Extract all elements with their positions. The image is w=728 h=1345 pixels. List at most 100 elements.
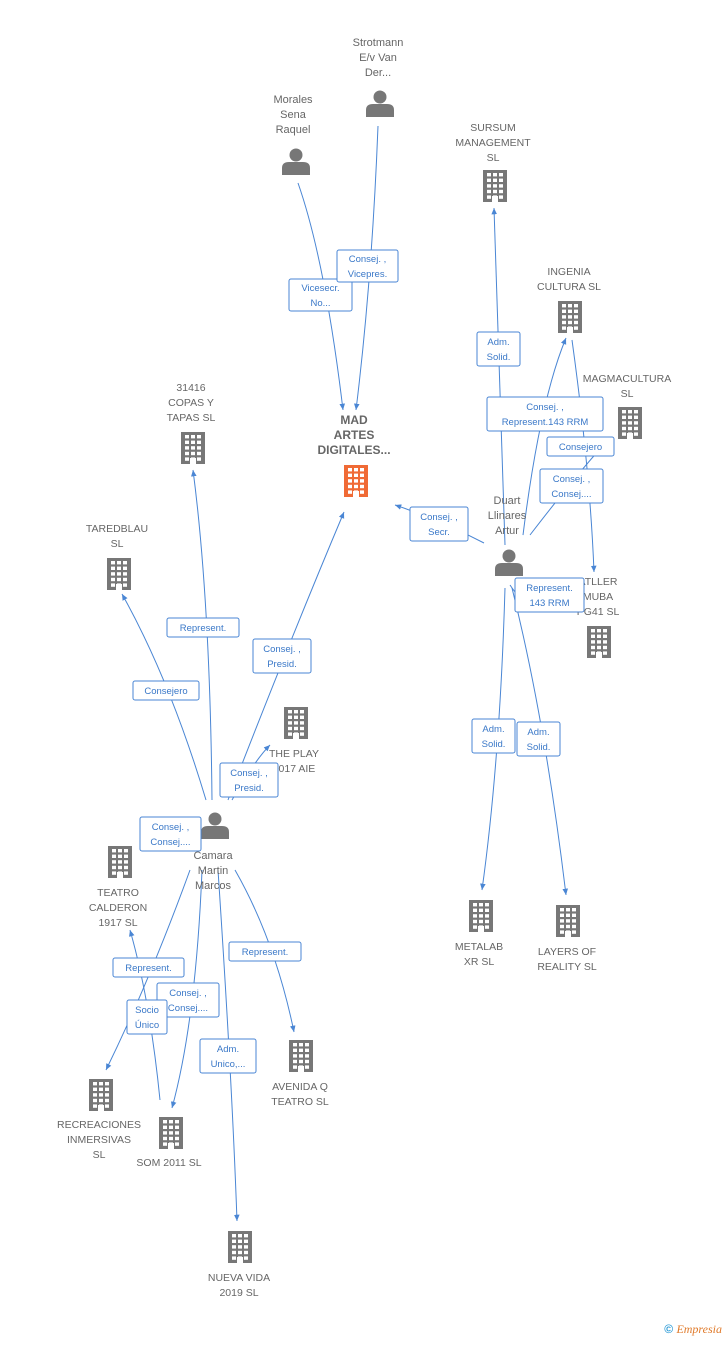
building-icon[interactable]	[483, 170, 507, 202]
person-icon[interactable]	[201, 812, 229, 840]
edge-label[interactable]: Consej. ,Represent.143 RRM	[486, 396, 604, 432]
node-label: TAREDBLAU	[86, 523, 148, 535]
edge-label[interactable]: Consej. ,Consej....	[539, 468, 604, 504]
edge-label-text: Solid.	[487, 352, 511, 363]
edge-label-text: Represent.	[242, 947, 288, 958]
edge-label[interactable]: Adm.Unico,...	[199, 1038, 257, 1074]
edge-label[interactable]: Represent.	[166, 617, 240, 638]
edge-label-box	[219, 762, 279, 798]
building-icon[interactable]	[89, 1079, 113, 1111]
person-icon[interactable]	[495, 549, 523, 577]
edge-label-text: Consej. ,	[230, 768, 268, 779]
node-label: TAPAS SL	[167, 412, 216, 424]
edge-label-text: Vicesecr.	[301, 283, 339, 294]
edge-label-box	[471, 718, 516, 754]
node-mad[interactable]: MADARTESDIGITALES...	[317, 413, 391, 497]
node-label: Der...	[365, 67, 391, 79]
node-label: Marcos	[195, 880, 232, 892]
person-icon[interactable]	[282, 148, 310, 176]
edge-label-text: Consej. ,	[526, 402, 564, 413]
edge-label[interactable]: Represent.143 RRM	[514, 577, 585, 613]
edge-label-text: Adm.	[217, 1044, 239, 1055]
edge-label-box	[288, 278, 353, 312]
edge-label-text: Presid.	[267, 659, 297, 670]
node-label: COPAS Y	[168, 397, 214, 409]
building-icon[interactable]	[344, 465, 368, 497]
edge-label[interactable]: Adm.Solid.	[471, 718, 516, 754]
building-icon[interactable]	[556, 905, 580, 937]
edge-ingenia-to-atller	[571, 339, 597, 573]
edge-label[interactable]: Consej. ,Presid.	[219, 762, 279, 798]
building-icon[interactable]	[618, 407, 642, 439]
building-icon[interactable]	[558, 301, 582, 333]
edge-label-box	[166, 617, 240, 638]
edge-label[interactable]: Consejero	[132, 680, 200, 701]
node-label: SL	[621, 388, 634, 400]
edge-label-box	[252, 638, 312, 674]
edge-label-box	[476, 331, 521, 367]
edge-label[interactable]: Vicesecr.No...	[288, 278, 353, 312]
building-icon[interactable]	[469, 900, 493, 932]
person-icon[interactable]	[366, 90, 394, 118]
edge-label[interactable]: Consej. ,Consej....	[156, 982, 220, 1018]
edge-label[interactable]: Consej. ,Consej....	[139, 816, 202, 852]
footer-brand[interactable]: © Empresia	[664, 1322, 722, 1337]
edge-label-text: Consej....	[168, 1003, 208, 1014]
edge-label-text: Consej....	[551, 489, 591, 500]
edge-label[interactable]: Adm.Solid.	[476, 331, 521, 367]
building-icon[interactable]	[181, 432, 205, 464]
node-som[interactable]: SOM 2011 SL	[136, 1117, 202, 1169]
edge-label[interactable]: Represent.	[112, 957, 185, 978]
node-label: PG41 SL	[577, 606, 620, 618]
node-label: 1917 SL	[98, 917, 137, 929]
edges-layer	[105, 125, 611, 1222]
node-label: SL	[111, 538, 124, 550]
edge-label-text: Socio	[135, 1005, 159, 1016]
edge-label[interactable]: Consejero	[546, 436, 615, 457]
edge-label-text: Represent.	[125, 963, 171, 974]
building-icon[interactable]	[228, 1231, 252, 1263]
edge-label-text: Represent.	[526, 583, 572, 594]
edge-label[interactable]: Consej. ,Presid.	[252, 638, 312, 674]
edge-label[interactable]: Consej. ,Vicepres.	[336, 249, 399, 283]
node-label: ARTES	[334, 428, 375, 442]
edge-label[interactable]: Consej. ,Secr.	[409, 506, 469, 542]
node-taredblau[interactable]: TAREDBLAU SL	[86, 523, 148, 590]
node-label: E/v Van	[359, 52, 397, 64]
building-icon[interactable]	[284, 707, 308, 739]
edge-label-text: Solid.	[527, 742, 551, 753]
building-icon[interactable]	[108, 846, 132, 878]
edge-label[interactable]: Represent.	[228, 941, 302, 962]
edge-label-box	[112, 957, 185, 978]
node-label: Strotmann	[353, 37, 404, 49]
building-icon[interactable]	[159, 1117, 183, 1149]
building-icon[interactable]	[107, 558, 131, 590]
edge-label-box	[199, 1038, 257, 1074]
node-label: Sena	[280, 109, 307, 121]
building-icon[interactable]	[289, 1040, 313, 1072]
edge-morales-to-mad	[297, 182, 346, 411]
node-label: DIGITALES...	[317, 443, 390, 457]
edge-label[interactable]: Adm.Solid.	[516, 721, 561, 757]
building-icon[interactable]	[587, 626, 611, 658]
node-label: RECREACIONES	[57, 1119, 141, 1131]
node-label: 31416	[176, 382, 205, 394]
node-label: ATLLER	[579, 576, 618, 588]
